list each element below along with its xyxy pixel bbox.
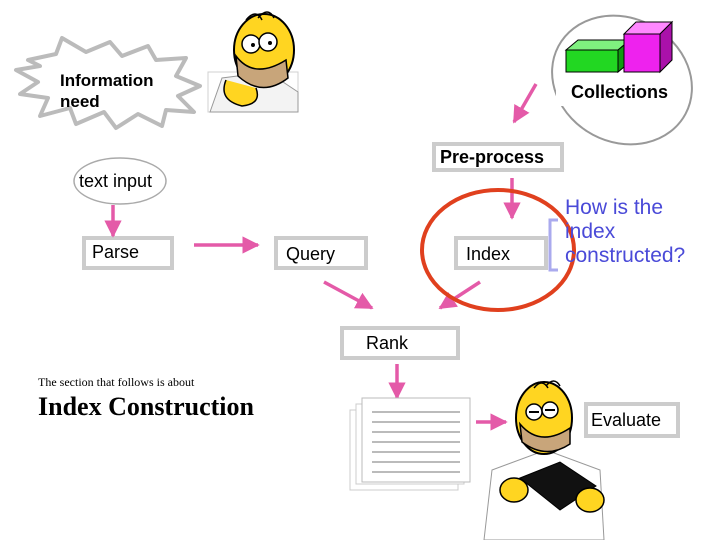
information-need-burst-icon [14, 36, 202, 130]
pre-process-label: Pre-process [440, 147, 545, 167]
query-box [274, 236, 368, 270]
section-intro: The section that follows is about [38, 375, 195, 389]
arrow-query-to-rank [323, 280, 374, 310]
document-list-icon [349, 397, 471, 491]
rank-box [340, 326, 460, 360]
section-heading: Index Construction [38, 392, 254, 421]
pre-process-box [432, 142, 564, 172]
rank-label: Rank [366, 333, 409, 353]
homer-reading-icon [483, 380, 605, 540]
text-input-ellipse [73, 157, 167, 205]
text-input-label: text input [79, 171, 153, 191]
collections-label: Collections [571, 82, 669, 102]
information-need-label: Information need [60, 71, 154, 111]
query-label: Query [286, 244, 336, 264]
index-highlight-circle [420, 188, 576, 312]
question-bracket [548, 218, 558, 272]
index-label: Index [466, 244, 511, 264]
parse-label: Parse [92, 242, 140, 262]
homer-thinking-icon [207, 11, 299, 113]
arrow-index-to-rank [438, 280, 481, 310]
collections-label-box [556, 80, 684, 106]
parse-box [82, 236, 174, 270]
evaluate-box [584, 402, 680, 438]
arrow-collections-to-preprocess [512, 83, 538, 124]
evaluate-label: Evaluate [591, 410, 662, 430]
index-box [454, 236, 548, 270]
index-question: How is the index constructed? [565, 196, 686, 267]
